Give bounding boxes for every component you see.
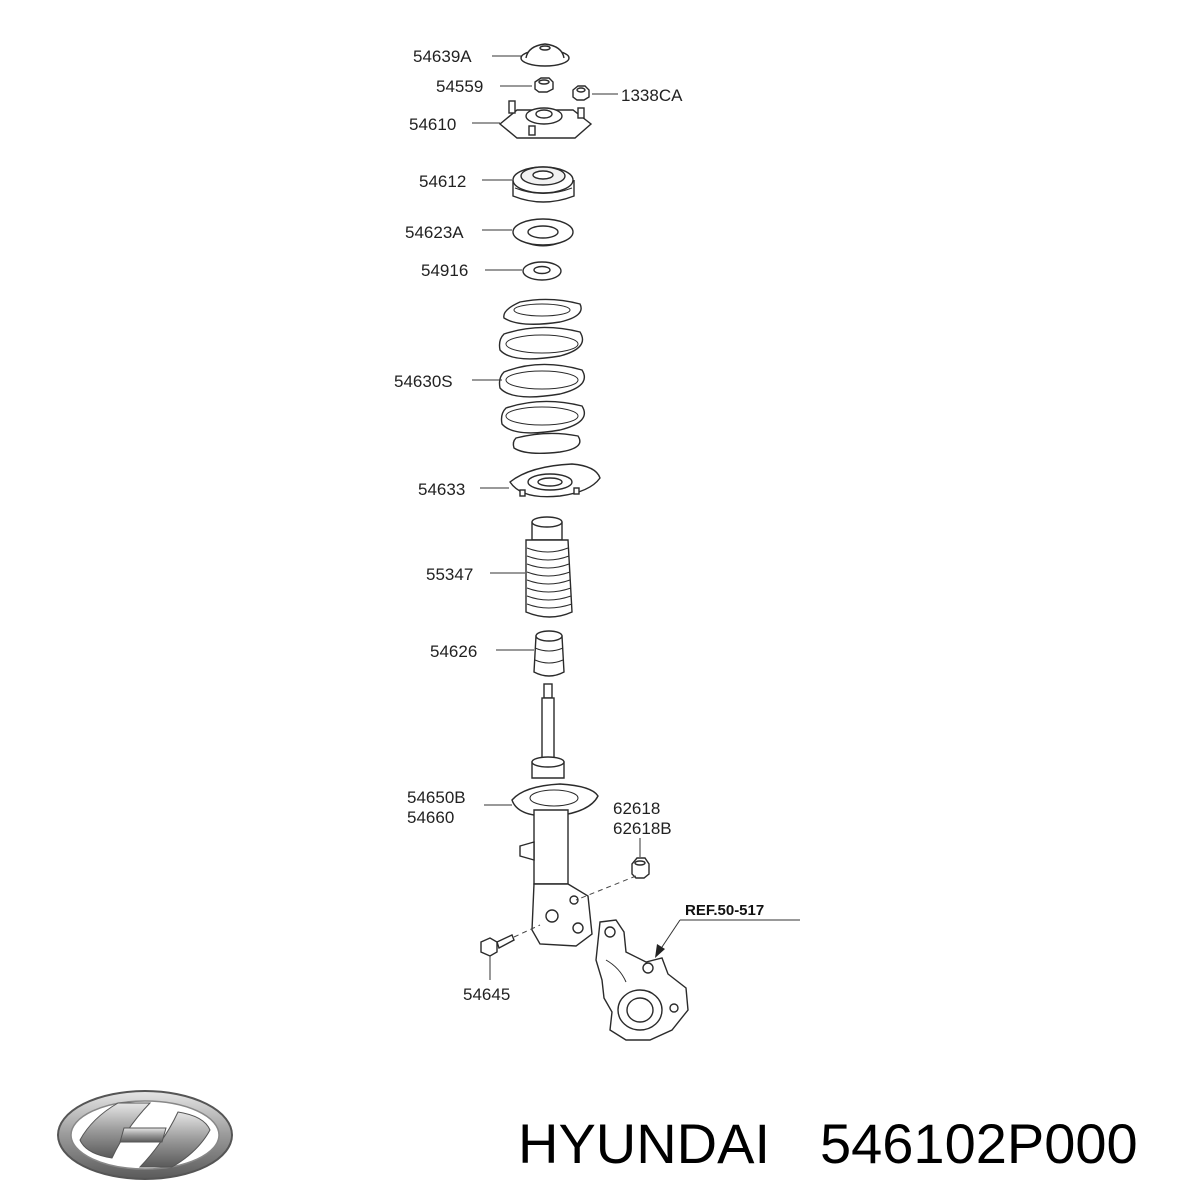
part-54916-washer [522, 261, 562, 281]
caption-brand: HYUNDAI [518, 1112, 770, 1175]
callout-62618B: 62618B [613, 819, 672, 838]
callout-62618: 62618 [613, 799, 660, 818]
part-54633-lower-seat [509, 463, 601, 498]
part-1338CA-nut [572, 85, 590, 101]
callout-54660: 54660 [407, 808, 454, 827]
leader-ref-arrow-line [659, 919, 681, 951]
part-54610-mount [498, 100, 593, 139]
part-knuckle-ref [595, 919, 689, 1041]
part-55347-dust-boot [525, 516, 573, 618]
callout-54650B: 54650B [407, 788, 466, 807]
part-54645-bolt [480, 934, 515, 957]
part-54650B-strut [511, 683, 599, 947]
callout-54645: 54645 [463, 985, 510, 1004]
callout-54612: 54612 [419, 172, 466, 191]
callout-54559: 54559 [436, 77, 483, 96]
part-54639A-cap [520, 43, 570, 67]
part-54626-bump-stop [533, 630, 565, 677]
part-54559-nut [534, 77, 554, 93]
caption-part-number: 546102P000 [820, 1112, 1138, 1175]
assembly-line-bolt [513, 924, 541, 938]
callout-54639A: 54639A [413, 47, 472, 66]
callout-54633: 54633 [418, 480, 465, 499]
callout-54610: 54610 [409, 115, 456, 134]
hyundai-logo-icon [57, 1090, 233, 1180]
callout-54630S: 54630S [394, 372, 453, 391]
callout-ref: REF.50-517 [685, 902, 764, 919]
callout-1338CA: 1338CA [621, 86, 683, 105]
part-54612-bearing [512, 166, 575, 203]
callout-54626: 54626 [430, 642, 477, 661]
assembly-line-nut [575, 875, 637, 901]
leader-ref-arrowhead [655, 944, 665, 958]
part-62618-nut [631, 857, 650, 879]
callout-54916: 54916 [421, 261, 468, 280]
part-54623A-seat [512, 218, 574, 247]
callout-55347: 55347 [426, 565, 473, 584]
part-54630S-spring [498, 298, 586, 455]
callout-54623A: 54623A [405, 223, 464, 242]
